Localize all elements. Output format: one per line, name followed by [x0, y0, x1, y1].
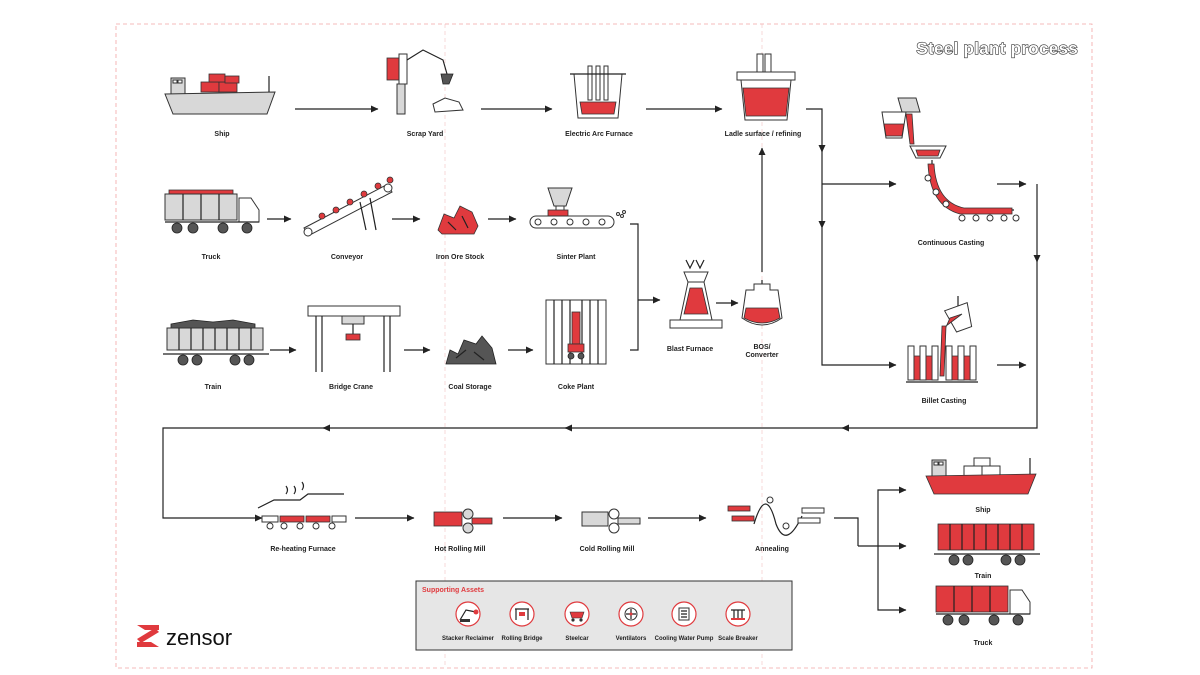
annealing-icon [727, 496, 825, 536]
train-icon [163, 319, 269, 366]
reheating-furnace-icon [257, 481, 347, 530]
node-label-bridge-crane: Bridge Crane [329, 384, 373, 391]
bos-converter-icon [741, 280, 783, 326]
node-label-conveyor: Conveyor [331, 254, 364, 261]
billet-casting-icon [906, 296, 978, 383]
node-label-ship-out: Ship [975, 507, 990, 514]
scrap-yard-icon [386, 49, 464, 115]
page-title: Steel plant process [916, 39, 1078, 58]
zensor-logo: zensor [137, 625, 232, 650]
stacker-reclaimer-icon [455, 601, 481, 627]
conveyor-icon [303, 176, 394, 237]
sa-label-stacker-reclaimer: Stacker Reclaimer [442, 636, 495, 642]
node-label-billet-casting: Billet Casting [922, 398, 967, 405]
node-label-bos-2: Converter [745, 352, 778, 359]
train-out-icon [934, 523, 1040, 566]
node-label-hot-rolling: Hot Rolling Mill [435, 546, 486, 553]
bridge-crane-icon [307, 305, 401, 372]
node-label-scrap-yard: Scrap Yard [407, 131, 443, 138]
node-label-train-in: Train [205, 384, 222, 391]
node-label-blast-furnace: Blast Furnace [667, 346, 713, 353]
node-label-cold-rolling: Cold Rolling Mill [580, 546, 635, 553]
iron-ore-icon [437, 205, 479, 235]
arrow-to-billet-casting [821, 228, 897, 369]
sa-label-scale-breaker: Scale Breaker [718, 636, 758, 642]
arrow-to-truck-out [877, 546, 907, 614]
node-label-truck-out: Truck [974, 640, 993, 647]
node-label-annealing: Annealing [755, 546, 789, 553]
arrow-return-1 [841, 258, 1038, 432]
flow-connectors [162, 105, 1041, 614]
arrow-to-reheating [162, 427, 327, 522]
node-label-eaf: Electric Arc Furnace [565, 131, 633, 138]
arrow-ladle-down [806, 108, 826, 153]
water-pump-icon [671, 601, 697, 627]
arrow-to-ship-out [858, 486, 907, 547]
node-label-train-out: Train [975, 573, 992, 580]
truck-out-icon [935, 585, 1031, 626]
truck-icon [164, 189, 260, 234]
arrow-anneal-split [834, 517, 859, 546]
scale-breaker-icon [725, 601, 751, 627]
node-label-reheating: Re-heating Furnace [270, 546, 335, 553]
zensor-mark-icon [137, 625, 159, 647]
coke-plant-icon [545, 299, 607, 365]
bracket-sinter-coke [630, 223, 639, 351]
brand-name: zensor [166, 625, 232, 650]
sa-label-ventilators: Ventilators [616, 636, 647, 642]
ship-icon [164, 73, 276, 115]
sa-label-cooling-water-pump: Cooling Water Pump [655, 636, 714, 642]
cold-rolling-mill-icon [581, 508, 641, 534]
node-label-sinter: Sinter Plant [557, 254, 597, 261]
supporting-assets-title: Supporting Assets [422, 587, 484, 594]
node-label-coal-storage: Coal Storage [448, 384, 491, 391]
node-label-ladle: Ladle surface / refining [725, 131, 802, 138]
ship-out-icon [925, 457, 1037, 495]
sa-label-steelcar: Steelcar [565, 636, 589, 642]
rolling-bridge-icon [509, 601, 535, 627]
ventilator-icon [618, 601, 644, 627]
coal-storage-icon [445, 335, 497, 365]
node-label-ship-in: Ship [214, 131, 229, 138]
sa-label-rolling-bridge: Rolling Bridge [502, 636, 544, 642]
supporting-assets-panel: Supporting Assets Stacker Reclaimer Roll… [415, 580, 793, 651]
electric-arc-furnace-icon [570, 65, 626, 119]
page-frame [115, 23, 1093, 669]
hot-rolling-mill-icon [433, 508, 493, 534]
continuous-casting-icon [881, 97, 1020, 222]
blast-furnace-icon [669, 259, 723, 329]
sinter-plant-icon [529, 187, 626, 229]
ladle-refining-icon [736, 53, 796, 121]
steelcar-icon [564, 601, 590, 627]
node-label-iron-ore: Iron Ore Stock [436, 254, 484, 261]
node-label-truck-in: Truck [202, 254, 221, 261]
node-label-coke-plant: Coke Plant [558, 384, 595, 391]
node-label-continuous-casting: Continuous Casting [918, 240, 985, 247]
node-label-bos-1: BOS/ [753, 344, 770, 351]
